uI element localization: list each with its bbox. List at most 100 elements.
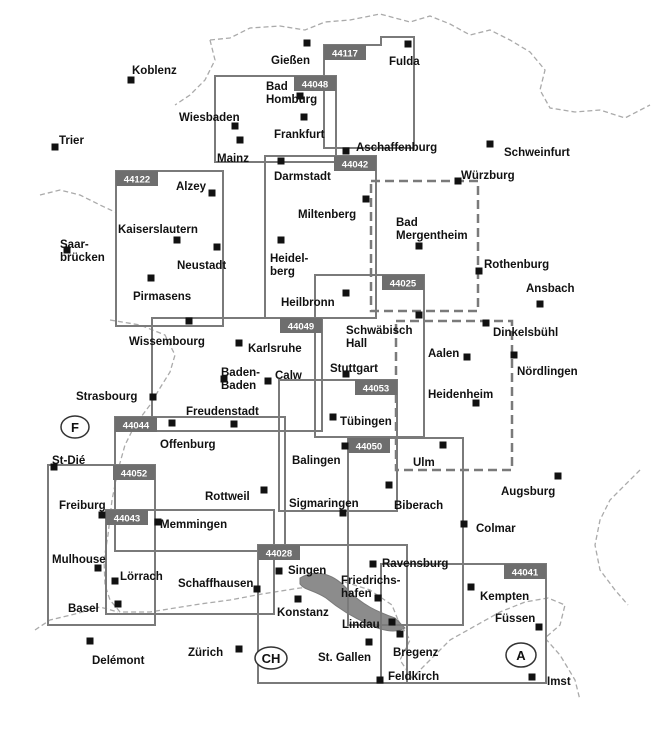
city-label-neustadt[interactable]: Neustadt: [177, 260, 226, 272]
city-label-karlsruhe[interactable]: Karlsruhe: [248, 343, 302, 355]
city-label-rottweil[interactable]: Rottweil: [205, 491, 250, 503]
city-marker-st-die[interactable]: [50, 463, 58, 471]
city-label-imst[interactable]: Imst: [547, 676, 571, 688]
city-label-feldkirch[interactable]: Feldkirch: [388, 671, 439, 683]
city-label-saar-brucken[interactable]: Saar-brücken: [60, 239, 105, 264]
city-marker-konstanz[interactable]: [294, 595, 302, 603]
city-label-tubingen[interactable]: Tübingen: [340, 416, 392, 428]
sheet-tab-44041[interactable]: 44041: [504, 564, 546, 579]
city-marker-balingen[interactable]: [341, 442, 349, 450]
city-marker-miltenberg[interactable]: [362, 195, 370, 203]
city-label-schaffhausen[interactable]: Schaffhausen: [178, 578, 253, 590]
city-marker-singen[interactable]: [275, 567, 283, 575]
city-marker-basel[interactable]: [114, 600, 122, 608]
city-label-aschaffenburg[interactable]: Aschaffenburg: [356, 142, 437, 154]
city-marker-neustadt[interactable]: [213, 243, 221, 251]
city-marker-kempten[interactable]: [467, 583, 475, 591]
city-marker-alzey[interactable]: [208, 189, 216, 197]
city-marker-biberach[interactable]: [385, 481, 393, 489]
city-label-biberach[interactable]: Biberach: [394, 500, 443, 512]
city-label-aalen[interactable]: Aalen: [428, 348, 459, 360]
city-label-lorrach[interactable]: Lörrach: [120, 571, 163, 583]
city-label-friedrichs-hafen[interactable]: Friedrichs-hafen: [341, 575, 401, 600]
city-label-colmar[interactable]: Colmar: [476, 523, 516, 535]
sheet-tab-44048[interactable]: 44048: [294, 76, 336, 91]
city-marker-memmingen[interactable]: [154, 518, 162, 526]
city-label-wurzburg[interactable]: Würzburg: [461, 170, 515, 182]
city-label-singen[interactable]: Singen: [288, 565, 326, 577]
city-label-ansbach[interactable]: Ansbach: [526, 283, 575, 295]
city-marker-wissembourg[interactable]: [185, 317, 193, 325]
sheet-tab-44028[interactable]: 44028: [258, 545, 300, 560]
city-label-st-gallen[interactable]: St. Gallen: [318, 652, 371, 664]
sheet-tab-44049[interactable]: 44049: [280, 318, 322, 333]
city-marker-schweinfurt[interactable]: [486, 140, 494, 148]
city-label-wissembourg[interactable]: Wissembourg: [129, 336, 205, 348]
city-label-nordlingen[interactable]: Nördlingen: [517, 366, 578, 378]
sheet-tab-44117[interactable]: 44117: [324, 45, 366, 60]
city-label-balingen[interactable]: Balingen: [292, 455, 341, 467]
city-label-freiburg[interactable]: Freiburg: [59, 500, 106, 512]
sheet-tab-44025[interactable]: 44025: [382, 275, 424, 290]
city-label-kempten[interactable]: Kempten: [480, 591, 529, 603]
city-label-schweinfurt[interactable]: Schweinfurt: [504, 147, 570, 159]
city-marker-darmstadt[interactable]: [277, 157, 285, 165]
city-marker-strasbourg[interactable]: [149, 393, 157, 401]
city-marker-baden-baden[interactable]: [220, 375, 228, 383]
map-sheet-tabs[interactable]: 44117 44048 44042 44122 44025 44049 4405…: [106, 45, 546, 579]
city-label-konstanz[interactable]: Konstanz: [277, 607, 329, 619]
sheet-tab-44052[interactable]: 44052: [113, 465, 155, 480]
city-label-baden-baden[interactable]: Baden-Baden: [221, 367, 260, 392]
city-marker-gie-en[interactable]: [303, 39, 311, 47]
city-label-basel[interactable]: Basel: [68, 603, 99, 615]
city-marker-heilbronn[interactable]: [342, 289, 350, 297]
city-marker-ravensburg[interactable]: [369, 560, 377, 568]
city-label-sigmaringen[interactable]: Sigmaringen: [289, 498, 359, 510]
city-marker-zurich[interactable]: [235, 645, 243, 653]
city-marker-ulm[interactable]: [439, 441, 447, 449]
city-label-st-die[interactable]: St-Dié: [52, 455, 85, 467]
city-label-rothenburg[interactable]: Rothenburg: [484, 259, 549, 271]
city-label-frankfurt[interactable]: Frankfurt: [274, 129, 325, 141]
city-label-augsburg[interactable]: Augsburg: [501, 486, 555, 498]
city-label-pirmasens[interactable]: Pirmasens: [133, 291, 191, 303]
city-marker-lindau[interactable]: [388, 618, 396, 626]
city-marker-calw[interactable]: [264, 377, 272, 385]
city-label-ulm[interactable]: Ulm: [413, 457, 435, 469]
city-marker-offenburg[interactable]: [168, 419, 176, 427]
city-label-heidel-berg[interactable]: Heidel-berg: [270, 253, 309, 278]
city-marker-fussen[interactable]: [535, 623, 543, 631]
city-marker-colmar[interactable]: [460, 520, 468, 528]
city-marker-stuttgart[interactable]: [342, 370, 350, 378]
city-marker-augsburg[interactable]: [554, 472, 562, 480]
city-marker-aalen[interactable]: [463, 353, 471, 361]
city-marker-heidel-berg[interactable]: [277, 236, 285, 244]
city-marker-koblenz[interactable]: [127, 76, 135, 84]
city-label-wiesbaden[interactable]: Wiesbaden: [179, 112, 240, 124]
city-marker-fulda[interactable]: [404, 40, 412, 48]
city-label-mainz[interactable]: Mainz: [217, 153, 249, 165]
city-label-fussen[interactable]: Füssen: [495, 613, 535, 625]
city-marker-mainz[interactable]: [236, 136, 244, 144]
city-label-lindau[interactable]: Lindau: [342, 619, 380, 631]
city-marker-frankfurt[interactable]: [300, 113, 308, 121]
city-marker-friedrichs-hafen[interactable]: [374, 594, 382, 602]
city-label-dinkelsbuhl[interactable]: Dinkelsbühl: [493, 327, 558, 339]
city-label-bregenz[interactable]: Bregenz: [393, 647, 439, 659]
city-marker-pirmasens[interactable]: [147, 274, 155, 282]
sheet-tab-44043[interactable]: 44043: [106, 510, 148, 525]
city-label-fulda[interactable]: Fulda: [389, 56, 420, 68]
city-label-strasbourg[interactable]: Strasbourg: [76, 391, 137, 403]
city-marker-freudenstadt[interactable]: [230, 420, 238, 428]
sheet-tab-44042[interactable]: 44042: [334, 156, 376, 171]
city-marker-saar-brucken[interactable]: [63, 246, 71, 254]
city-marker-feldkirch[interactable]: [376, 676, 384, 684]
city-marker-sigmaringen[interactable]: [339, 509, 347, 517]
city-marker-wiesbaden[interactable]: [231, 122, 239, 130]
city-label-trier[interactable]: Trier: [59, 135, 84, 147]
city-label-heidenheim[interactable]: Heidenheim: [428, 389, 493, 401]
city-marker-st-gallen[interactable]: [365, 638, 373, 646]
